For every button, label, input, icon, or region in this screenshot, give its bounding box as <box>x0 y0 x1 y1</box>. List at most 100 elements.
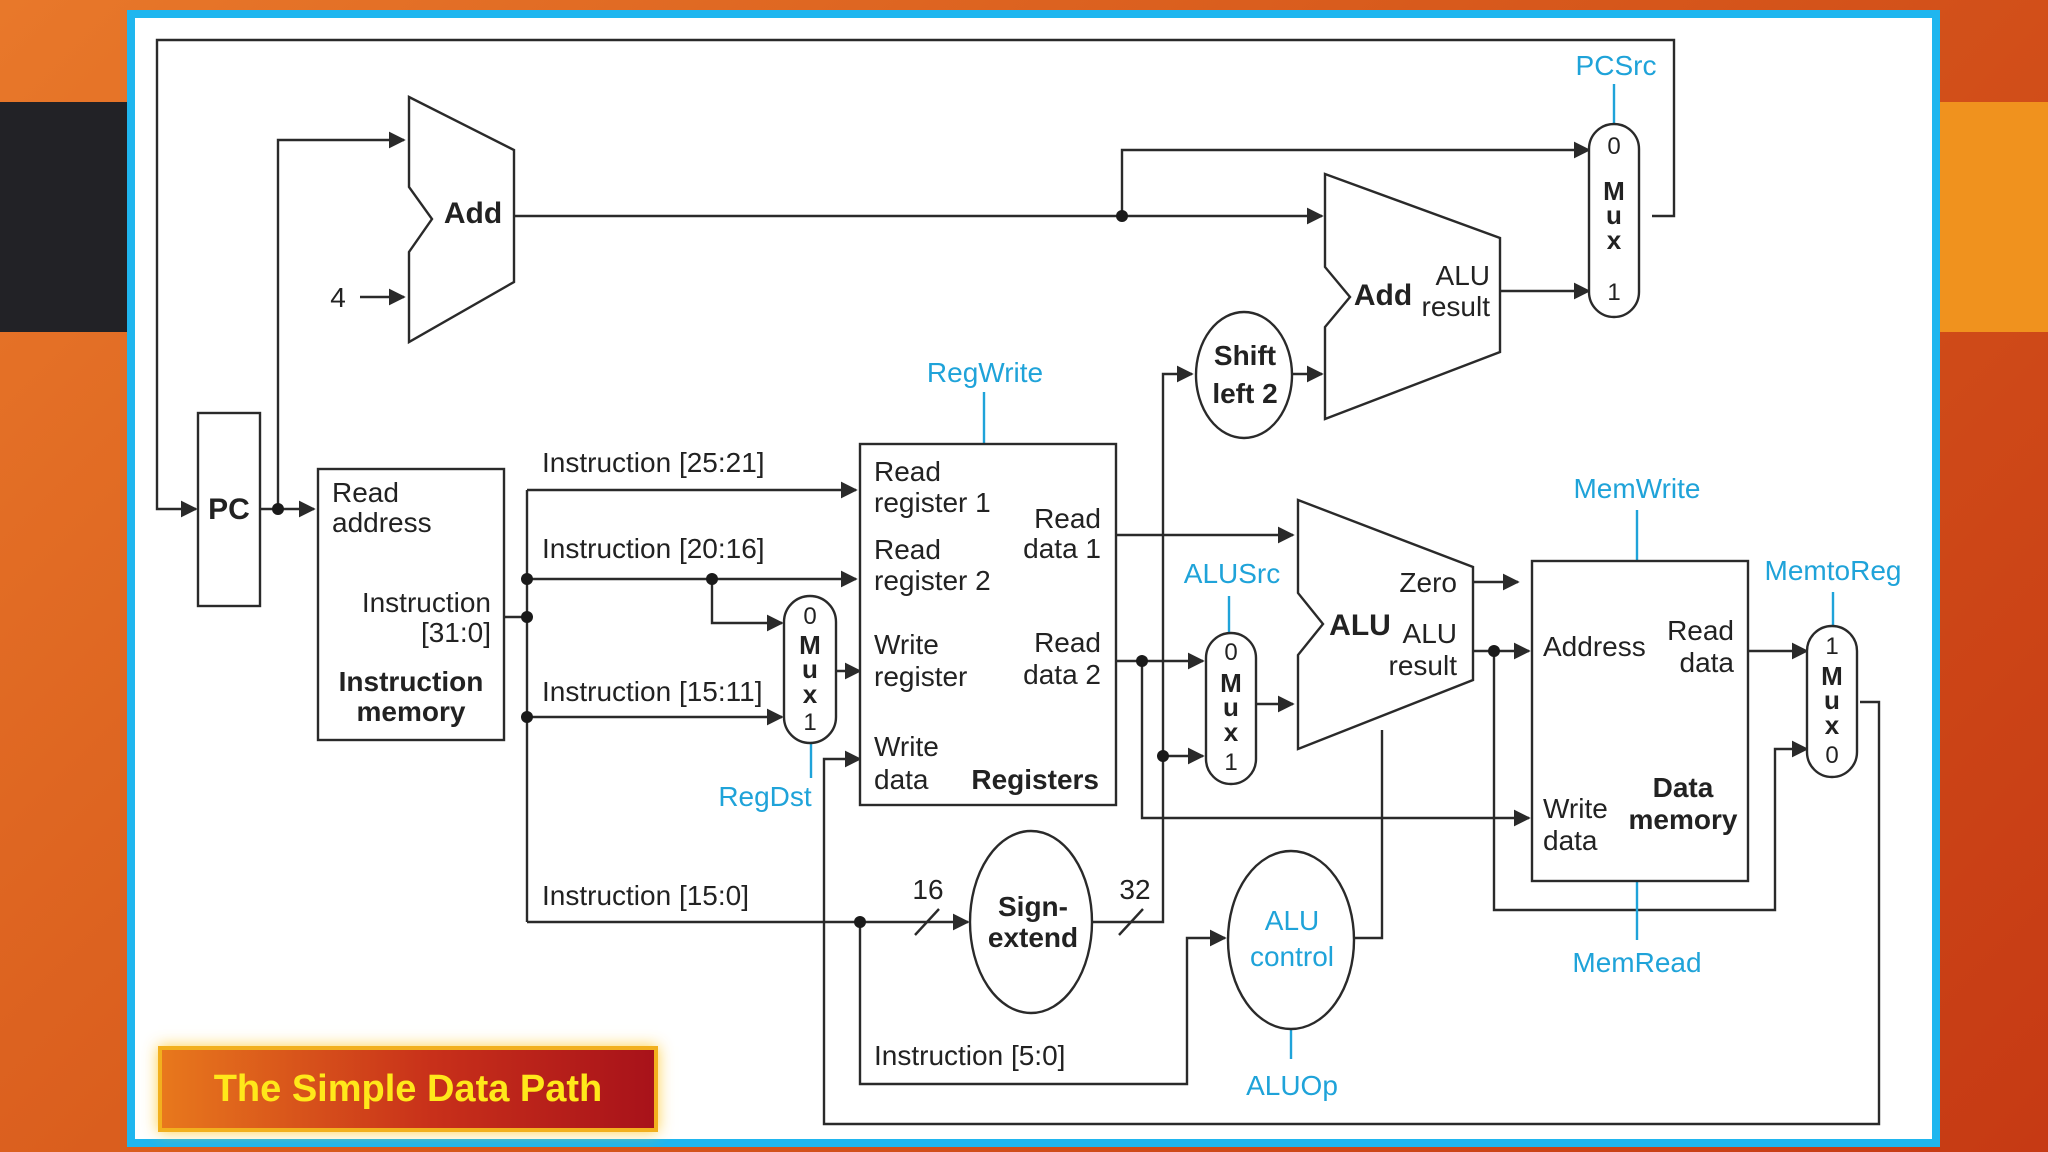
tick-16 <box>914 908 940 936</box>
reg-rd2b: data 2 <box>1023 659 1101 690</box>
dmem-write-label: Write <box>1543 793 1608 824</box>
alu-name-label: ALU <box>1329 609 1391 642</box>
signal-regdst: RegDst <box>718 781 812 812</box>
regdst-mux-x: x <box>803 679 818 709</box>
pc-register <box>196 411 262 608</box>
wire-alu-result-bypass <box>1492 651 1809 912</box>
dot-read-data2 <box>1136 655 1148 667</box>
mux-labels: 0 M u x 1 0 M u x 1 0 M u x 1 1 M u x 0 <box>799 133 1843 776</box>
signal-memtoreg: MemtoReg <box>1765 555 1902 586</box>
field-25-21: Instruction [25:21] <box>542 447 765 478</box>
data-memory-block <box>1530 559 1750 883</box>
dot-pc <box>272 503 284 515</box>
dmem-data-label: data <box>1680 647 1735 678</box>
dot-signext <box>1157 750 1169 762</box>
imem-address-label: address <box>332 507 432 538</box>
wire-read-data2-to-dmem <box>1140 661 1531 827</box>
reg-rr1b: register 1 <box>874 487 991 518</box>
shift-left-2-unit <box>1194 310 1294 440</box>
reg-rd1b: data 1 <box>1023 533 1101 564</box>
pcsrc-mux-x: x <box>1607 225 1622 255</box>
field-15-11: Instruction [15:11] <box>542 676 763 707</box>
dmem-name2: memory <box>1629 804 1738 835</box>
slide-title: The Simple Data Path <box>213 1067 603 1110</box>
reg-name: Registers <box>971 764 1099 795</box>
pcsrc-mux <box>1587 122 1641 319</box>
dot-rt <box>706 573 718 585</box>
junction-dots <box>272 210 1500 928</box>
background-dark-band <box>0 102 136 332</box>
wire-writeback <box>822 700 1881 1126</box>
alusrc-mux-0: 0 <box>1224 639 1237 666</box>
wire-rt-to-mux <box>710 579 784 632</box>
imem-name1: Instruction <box>339 666 484 697</box>
field-20-16: Instruction [20:16] <box>542 533 765 564</box>
alucontrol-line1: ALU <box>1265 905 1319 936</box>
alu-result2-label: result <box>1389 650 1458 681</box>
pcsrc-mux-u: u <box>1606 200 1622 230</box>
const-four-label: 4 <box>330 282 346 313</box>
reg-wrb: register <box>874 661 967 692</box>
add-pc-adder <box>407 95 516 345</box>
wire-pc-loop <box>155 38 1676 518</box>
branch-adder <box>1323 172 1502 421</box>
dmem-read-label: Read <box>1667 615 1734 646</box>
component-labels: PC Add 4 Read address Instruction [31:0]… <box>208 197 1738 1071</box>
wire-pcplus4-to-mux <box>1120 141 1591 216</box>
alu-control-unit <box>1226 849 1356 1031</box>
reg-rr2b: register 2 <box>874 565 991 596</box>
field-15-0: Instruction [15:0] <box>542 880 749 911</box>
add-pc-label: Add <box>444 197 502 230</box>
signal-memread: MemRead <box>1572 947 1701 978</box>
reg-rd1a: Read <box>1034 503 1101 534</box>
regdst-mux-0: 0 <box>803 603 816 630</box>
alu-result1-label: ALU <box>1403 618 1457 649</box>
shift-line2: left 2 <box>1212 378 1277 409</box>
pcsrc-mux-1: 1 <box>1607 279 1620 306</box>
pcsrc-mux-0: 0 <box>1607 133 1620 160</box>
alu-control-labels: ALU control <box>1250 905 1334 972</box>
wires <box>155 38 1881 1126</box>
dot-bus-main <box>521 611 533 623</box>
imem-bits-label: [31:0] <box>421 617 491 648</box>
alusrc-mux <box>1204 631 1258 786</box>
bits-16-label: 16 <box>912 874 943 905</box>
wire-instr-5-0 <box>858 922 1227 1086</box>
memtoreg-mux-u: u <box>1824 685 1840 715</box>
dot-bus-15-11 <box>521 711 533 723</box>
imem-name2: memory <box>357 696 466 727</box>
dmem-wdata-label: data <box>1543 825 1598 856</box>
memtoreg-mux <box>1805 624 1859 779</box>
shift-line1: Shift <box>1214 340 1276 371</box>
components <box>196 95 1859 1031</box>
reg-rr2a: Read <box>874 534 941 565</box>
signal-aluop: ALUOp <box>1246 1070 1338 1101</box>
branch-result-label: result <box>1422 291 1491 322</box>
alusrc-mux-m: M <box>1220 668 1242 698</box>
dot-pcplus4 <box>1116 210 1128 222</box>
memtoreg-mux-1: 1 <box>1825 633 1838 660</box>
reg-wra: Write <box>874 629 939 660</box>
control-signal-labels: PCSrc RegWrite RegDst ALUSrc MemWrite Me… <box>718 50 1901 1101</box>
signal-alusrc: ALUSrc <box>1184 558 1280 589</box>
memtoreg-mux-m: M <box>1821 661 1843 691</box>
field-5-0: Instruction [5:0] <box>874 1040 1065 1071</box>
alusrc-mux-1: 1 <box>1224 749 1237 776</box>
regdst-mux-m: M <box>799 630 821 660</box>
pc-label: PC <box>208 493 250 526</box>
memtoreg-mux-0: 0 <box>1825 742 1838 769</box>
signal-pcsrc: PCSrc <box>1576 50 1657 81</box>
sign-extend-unit <box>968 829 1094 1015</box>
branch-alu-label: ALU <box>1436 260 1490 291</box>
slide-title-badge: The Simple Data Path <box>158 1046 658 1132</box>
regdst-mux-u: u <box>802 654 818 684</box>
alu-zero-label: Zero <box>1399 567 1457 598</box>
wire-signext-out <box>1092 365 1194 924</box>
dmem-name1: Data <box>1653 772 1714 803</box>
signal-memwrite: MemWrite <box>1573 473 1700 504</box>
branch-add-label: Add <box>1354 279 1412 312</box>
alucontrol-line2: control <box>1250 941 1334 972</box>
reg-rd2a: Read <box>1034 627 1101 658</box>
control-lines <box>809 84 1835 1059</box>
reg-wda: Write <box>874 731 939 762</box>
